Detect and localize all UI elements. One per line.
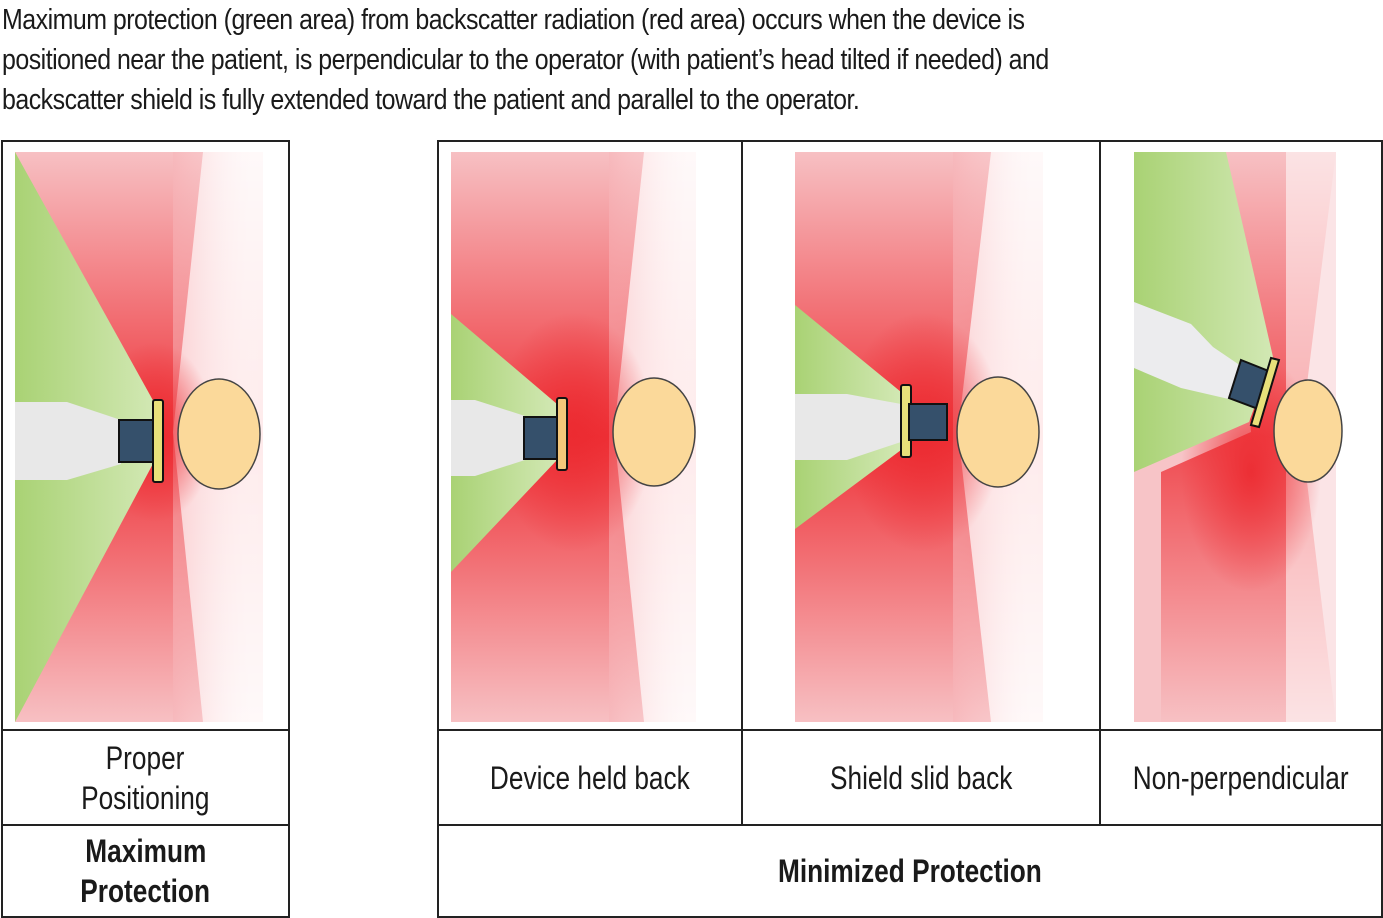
caption-line-2: positioned near the patient, is perpendi… xyxy=(2,44,1049,76)
device-icon xyxy=(908,403,948,441)
diagram-non-perpendicular xyxy=(1134,152,1343,722)
panel-shield-slid-back xyxy=(741,140,1101,731)
panel-non-perpendicular xyxy=(1099,140,1383,731)
label-shield-slid-back: Shield slid back xyxy=(741,729,1101,826)
label-device-held-back: Device held back xyxy=(437,729,743,826)
device-icon xyxy=(118,419,156,463)
label-line-1: Proper xyxy=(106,739,185,776)
shield-icon xyxy=(1249,356,1281,429)
operator-arm xyxy=(795,394,901,460)
caption-line-1: Maximum protection (green area) from bac… xyxy=(2,4,1025,36)
label-text: Non-perpendicular xyxy=(1133,759,1349,796)
patient-head-icon xyxy=(1273,379,1343,483)
label-proper-positioning: Proper Positioning xyxy=(1,729,290,826)
label-text: Shield slid back xyxy=(829,759,1013,796)
group-maximum-protection: Maximum Protection xyxy=(1,824,290,918)
label-non-perpendicular: Non-perpendicular xyxy=(1099,729,1383,826)
label-line-2: Positioning xyxy=(81,779,210,816)
patient-head-icon xyxy=(177,378,261,490)
panel-proper-positioning xyxy=(1,140,290,731)
caption-line-3: backscatter shield is fully extended tow… xyxy=(2,84,860,116)
group-minimized-protection: Minimized Protection xyxy=(437,824,1383,918)
group-line-1: Maximum xyxy=(84,833,207,869)
patient-head-icon xyxy=(612,377,696,487)
caption: Maximum protection (green area) from bac… xyxy=(2,0,1189,120)
group-line-2: Protection xyxy=(80,873,211,909)
patient-head-icon xyxy=(956,376,1040,488)
label-text: Device held back xyxy=(490,759,690,796)
group-label: Minimized Protection xyxy=(778,853,1042,889)
diagram-device-held-back xyxy=(451,152,699,722)
shield-icon xyxy=(556,397,568,471)
panel-device-held-back xyxy=(437,140,743,731)
diagram-shield-slid-back xyxy=(795,152,1043,722)
diagram-proper-positioning xyxy=(15,152,263,722)
operator-arm xyxy=(451,400,525,476)
operator-arm xyxy=(1134,302,1241,400)
device-icon xyxy=(523,416,561,460)
shield-icon xyxy=(152,399,164,483)
operator-arm xyxy=(15,402,121,480)
